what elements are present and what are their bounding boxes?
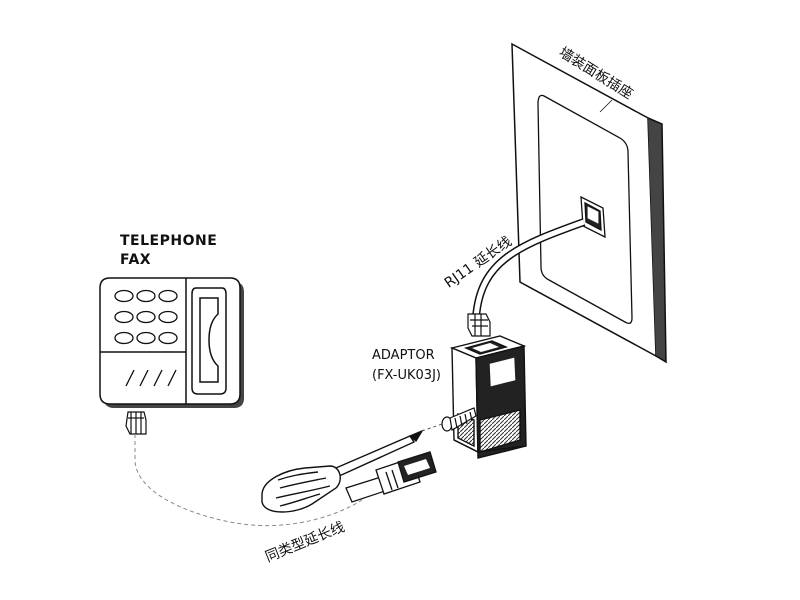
rj11-cable-line [472, 218, 586, 319]
screw-guide-line [421, 423, 443, 432]
device-label-telephone: TELEPHONE [120, 233, 218, 249]
keypad-icon [114, 289, 178, 345]
extension-plug-icon [345, 451, 437, 503]
wall-plate-leader [599, 99, 613, 113]
extension-cable-line [134, 434, 363, 527]
adaptor-icon [449, 335, 527, 459]
telephone-fax-icon [99, 277, 244, 408]
phone-plug-icon [125, 411, 147, 435]
wall-socket-icon [580, 195, 606, 239]
adaptor-label: ADAPTOR [372, 348, 435, 363]
rj11-plug-icon [467, 313, 491, 337]
fax-slot-icon [125, 369, 177, 387]
device-label-fax: FAX [120, 252, 152, 268]
screwdriver-icon [261, 429, 424, 513]
screw-icon [441, 407, 477, 432]
adaptor-model-label: (FX-UK03J) [372, 368, 441, 383]
